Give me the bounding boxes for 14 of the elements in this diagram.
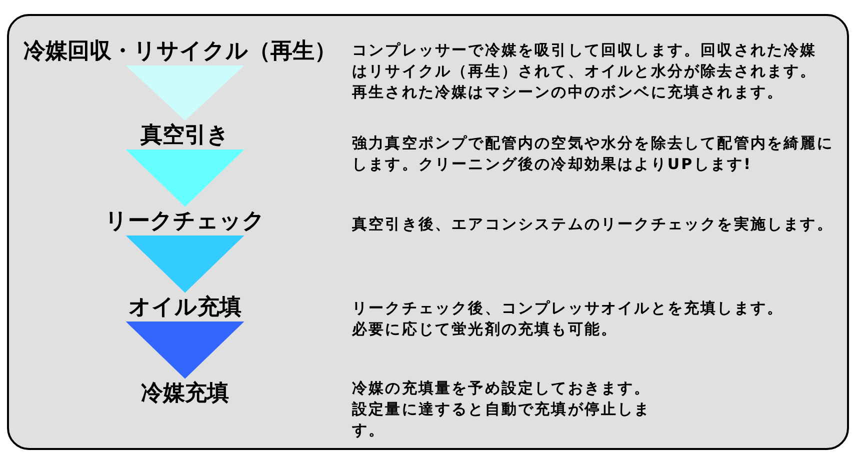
arrow [126,150,244,207]
arrow [126,236,244,293]
arrow [126,322,244,379]
step-description: 強力真空ポンプで配管内の空気や水分を除去して配管内を綺麗にします。クリーニング後の冷却効果はよりUPします! [352,133,834,175]
step-title: リークチェック [105,208,265,236]
step-description: 真空引き後、エアコンシステムのリークチェックを実施します。 [352,214,834,235]
step-description: コンプレッサーで冷媒を吸引して回収します。回収された冷媒はリサイクル（再生）されて、オイルと水分が除去されます。再生された冷媒はマシーンの中のボンベに充填されます。 [352,40,818,103]
step-title: 真空引き [140,122,230,150]
step-description: リークチェック後、コンプレッサオイルとを充填します。必要に応じて蛍光剤の充填も可能。 [352,298,785,340]
arrow [126,66,244,121]
step-title: 冷媒回収・リサイクル（再生） [24,38,336,66]
step-description: 冷媒の充填量を予め設定しておきます。設定量に達すると自動で充填が停止します。 [352,378,652,441]
step-title: 冷媒充填 [141,380,229,408]
step-title: オイル充填 [128,294,242,322]
